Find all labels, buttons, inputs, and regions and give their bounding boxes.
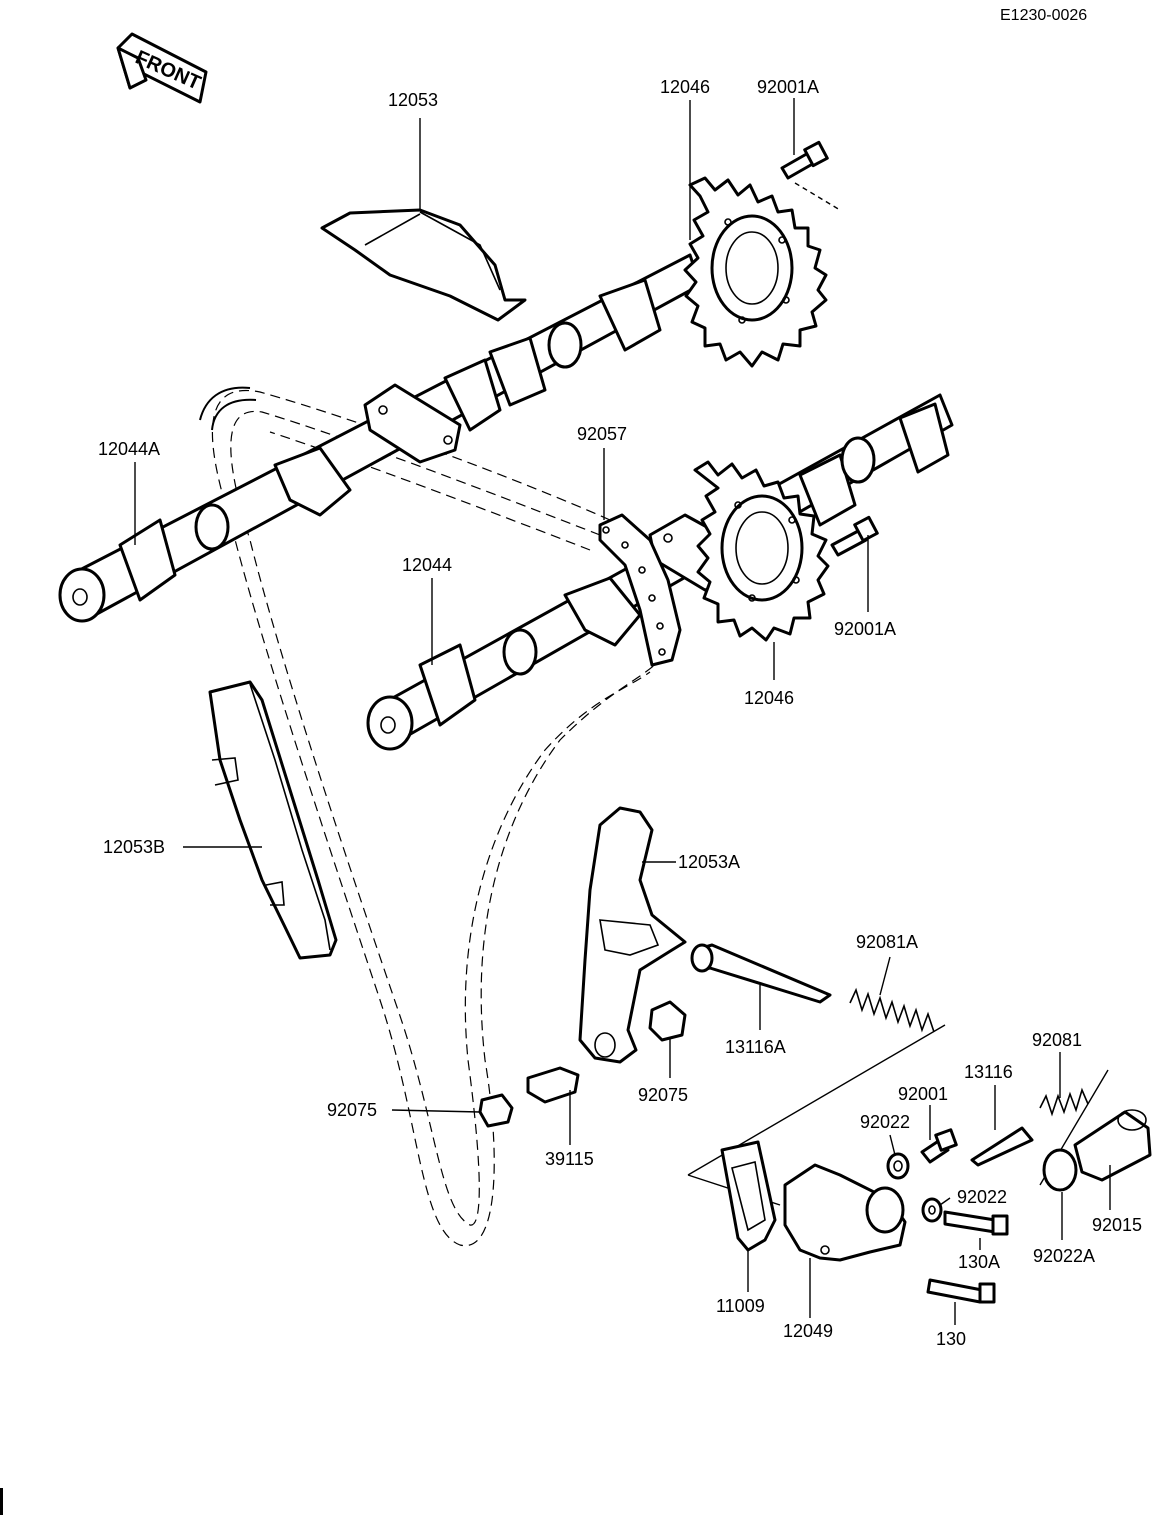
bolt-130 — [926, 1278, 996, 1304]
label-92001: 92001 — [898, 1084, 948, 1104]
washer-92022-top — [886, 1152, 910, 1180]
damper-92075-left — [478, 1093, 514, 1128]
front-arrow-icon: FRONT — [116, 32, 208, 104]
camshaft-12044a — [58, 253, 702, 623]
edge-mark — [0, 1488, 3, 1515]
spring-92081a — [849, 987, 935, 1033]
bolt-92001 — [920, 1128, 958, 1164]
pad-39115 — [526, 1066, 580, 1104]
washer-92022-mid — [921, 1197, 943, 1223]
label-13116: 13116 — [964, 1062, 1013, 1082]
pushrod-13116 — [970, 1126, 1034, 1167]
pin-13116a — [690, 943, 832, 1004]
damper-92075-right — [648, 1000, 687, 1042]
label-92001a-mid: 92001A — [834, 619, 896, 639]
label-12044a: 12044A — [98, 439, 160, 459]
camshaft-cap-12053 — [320, 208, 527, 322]
label-92015: 92015 — [1092, 1215, 1142, 1235]
spring-92081 — [1039, 1087, 1089, 1117]
label-92022a: 92022A — [1033, 1246, 1095, 1266]
cap-92015 — [1073, 1109, 1152, 1182]
label-11009: 11009 — [716, 1296, 765, 1316]
label-12044: 12044 — [402, 555, 452, 575]
camshaft-12044 — [366, 393, 954, 751]
chain-links-92057 — [598, 513, 682, 667]
label-92001a-top: 92001A — [757, 77, 819, 97]
label-130: 130 — [936, 1329, 966, 1349]
label-12053a: 12053A — [678, 852, 740, 872]
label-92075-left: 92075 — [327, 1100, 377, 1120]
label-12053: 12053 — [388, 90, 438, 110]
chain-guide-12053b — [208, 680, 338, 960]
label-92057: 92057 — [577, 424, 627, 444]
sprocket-12046-top — [683, 176, 828, 368]
label-92022-mid: 92022 — [957, 1187, 1007, 1207]
label-92075-right: 92075 — [638, 1085, 688, 1105]
bolt-130a — [943, 1210, 1009, 1236]
label-130a: 130A — [958, 1252, 1000, 1272]
chain-guide-12053a — [578, 806, 687, 1064]
label-92081: 92081 — [1032, 1030, 1082, 1050]
label-92022-top: 92022 — [860, 1112, 910, 1132]
oring-92022a — [1042, 1148, 1078, 1192]
label-12053b: 12053B — [103, 837, 165, 857]
bolt-92001a-top — [780, 140, 841, 211]
label-12046-mid: 12046 — [744, 688, 794, 708]
cam-chain — [199, 386, 661, 1247]
label-92081a: 92081A — [856, 932, 918, 952]
drawing-ref-code: E1230-0026 — [1000, 7, 1087, 24]
bolt-92001a-mid — [830, 515, 879, 557]
sprocket-12046-mid — [693, 460, 830, 642]
leader-lines — [134, 98, 1111, 1325]
label-13116a: 13116A — [725, 1037, 786, 1057]
label-12046-top: 12046 — [660, 77, 710, 97]
gasket-11009 — [720, 1140, 777, 1252]
part-labels: 12053 12046 92001A 12044A 92057 12044 92… — [98, 77, 1142, 1349]
label-12049: 12049 — [783, 1321, 833, 1341]
label-39115: 39115 — [545, 1149, 594, 1169]
tensioner-body-12049 — [783, 1163, 907, 1262]
